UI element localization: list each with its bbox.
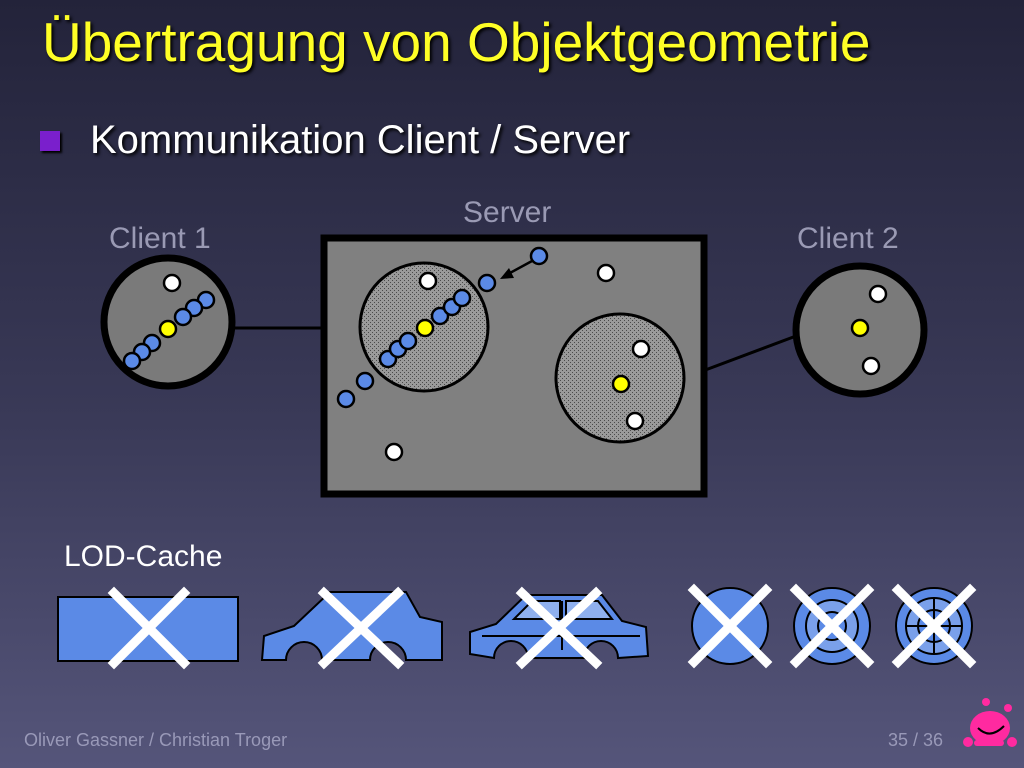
- lod-car-silhouette: [260, 591, 443, 661]
- lod-cross-icon: [515, 586, 603, 670]
- server-dot-blue: [430, 306, 450, 326]
- server-dot-blue: [477, 273, 497, 293]
- client1-dot-yellow: [158, 319, 178, 339]
- lod-cross-icon: [891, 583, 977, 669]
- server-dot-white: [418, 271, 438, 291]
- client1-dot-blue: [173, 307, 193, 327]
- server-dot-white: [384, 442, 404, 462]
- client1-dot-white: [162, 273, 182, 293]
- server-dot-blue: [336, 389, 356, 409]
- server-dot-yellow: [611, 374, 631, 394]
- transfer-arrow-head: [500, 268, 514, 279]
- server-dot-white: [631, 339, 651, 359]
- bullet-text: Kommunikation Client / Server: [90, 118, 631, 162]
- lod-cross-icon: [317, 586, 405, 670]
- server-dot-blue: [398, 331, 418, 351]
- server-dot-white: [596, 263, 616, 283]
- client1-label: Client 1: [109, 222, 211, 255]
- server-dot-blue: [529, 246, 549, 266]
- footer-authors: Oliver Gassner / Christian Troger: [24, 730, 288, 750]
- client2-dot-yellow: [850, 318, 870, 338]
- server-label: Server: [463, 196, 552, 229]
- slide-title: Übertragung von Objektgeometrie: [42, 11, 871, 73]
- client2-dot-white: [861, 356, 881, 376]
- footer-page-number: 35 / 36: [888, 730, 944, 750]
- lod-cache-label: LOD-Cache: [64, 540, 223, 573]
- bullet-item: Kommunikation Client / Server: [40, 118, 630, 163]
- server-dot-blue: [452, 288, 472, 308]
- client1-dot-blue: [122, 351, 142, 371]
- client2-label: Client 2: [797, 222, 899, 255]
- transfer-arrow-line: [507, 259, 533, 276]
- lod-cross-icon: [789, 583, 875, 669]
- server-dot-yellow: [415, 318, 435, 338]
- lod-cross-icon: [107, 586, 191, 670]
- server-dot-blue: [355, 371, 375, 391]
- server-dot-white: [625, 411, 645, 431]
- client2-dot-white: [868, 284, 888, 304]
- lod-cross-icon: [687, 583, 773, 669]
- bullet-square-icon: [40, 130, 60, 151]
